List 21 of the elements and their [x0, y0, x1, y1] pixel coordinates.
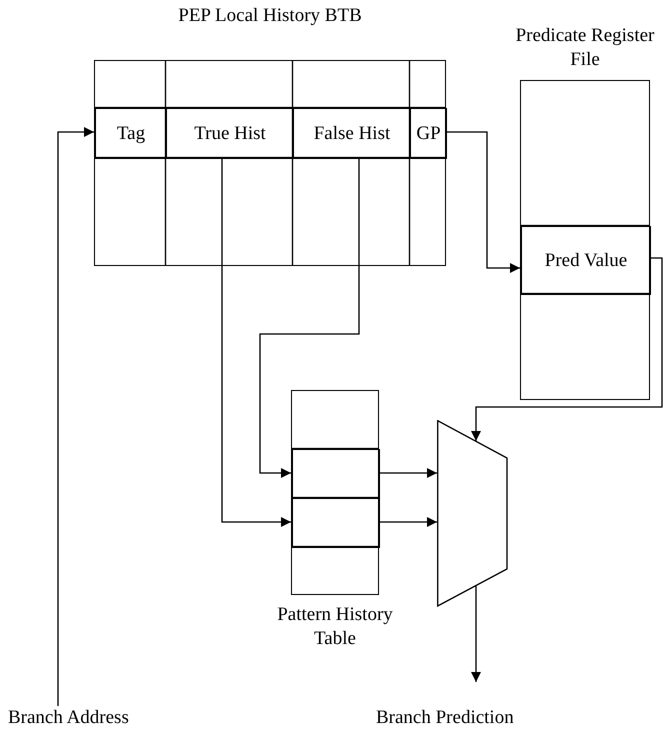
arrow	[471, 586, 481, 682]
table-cell: Pred Value	[521, 226, 651, 295]
arrow	[57, 127, 94, 706]
table-title: Predicate Register File	[514, 24, 656, 72]
table-cell: True Hist	[166, 108, 294, 159]
table-cell: Tag	[95, 108, 167, 159]
arrow	[446, 131, 520, 273]
table-row	[292, 498, 380, 548]
arrow	[379, 468, 437, 478]
arrow	[259, 158, 360, 478]
arrow	[379, 517, 437, 527]
address-label: Branch Address	[8, 706, 129, 730]
arrow	[221, 158, 291, 527]
arrow	[471, 257, 663, 441]
table-title: PEP Local History BTB	[177, 4, 363, 28]
table-cell: GP	[410, 108, 447, 159]
multiplexer-symbol	[437, 420, 508, 607]
prediction-label: Branch Prediction	[376, 706, 514, 730]
table-title: Pattern History Table	[276, 603, 394, 651]
table-cell: False Hist	[293, 108, 411, 159]
table-row	[292, 449, 380, 499]
